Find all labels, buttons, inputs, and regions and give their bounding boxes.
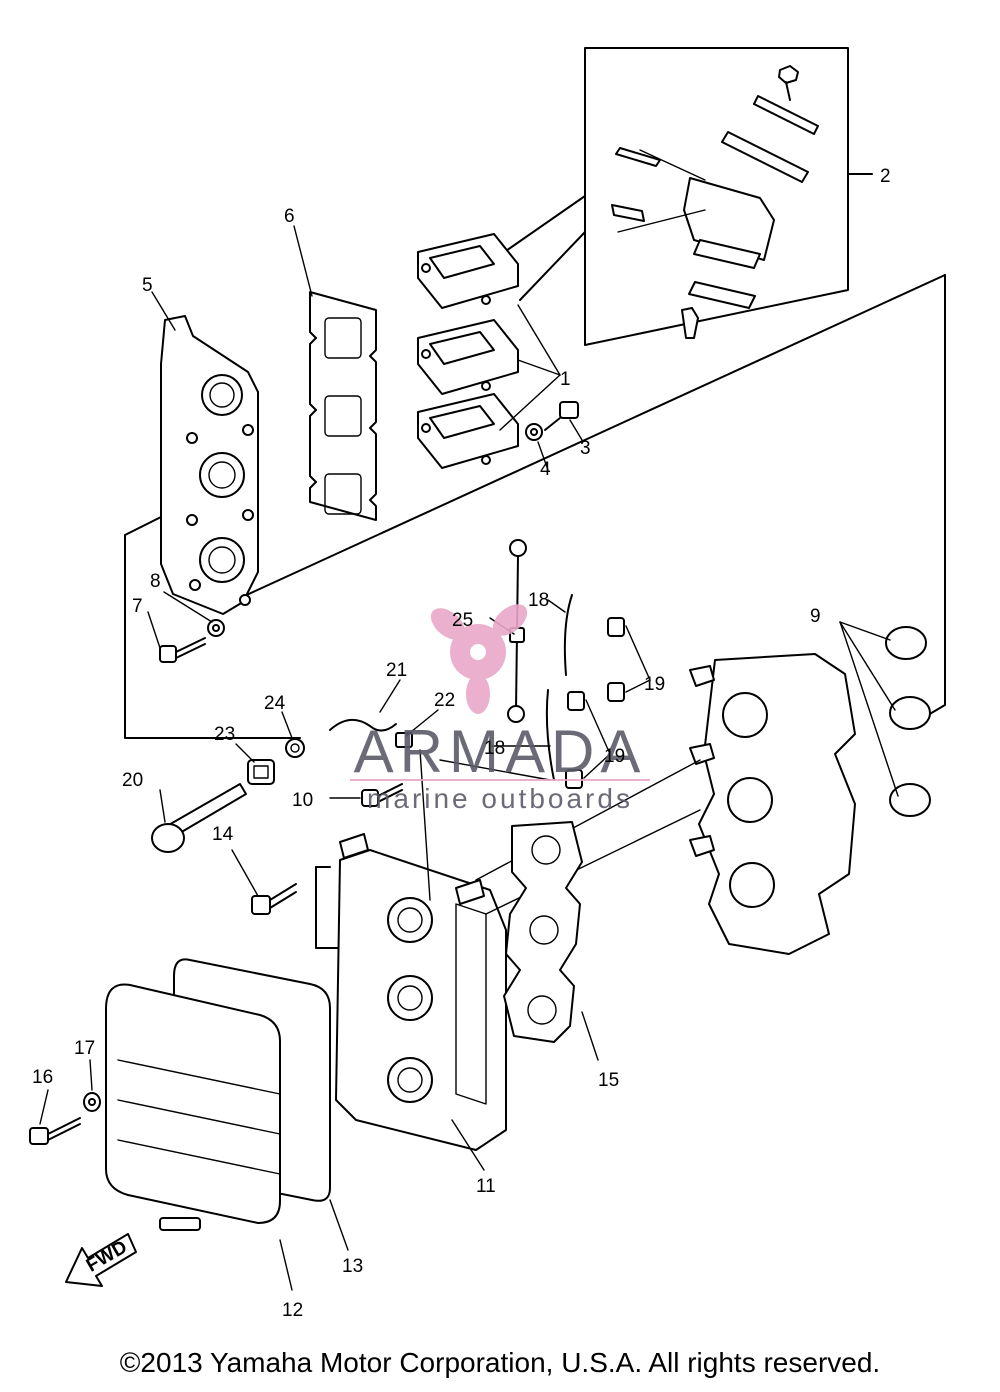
callout-14: 14: [212, 824, 234, 845]
bolt-14: [251, 883, 297, 915]
watermark-brand: ARMADA: [354, 718, 647, 785]
bolt-7: [159, 637, 206, 663]
callout-24: 24: [264, 693, 286, 714]
fuel-hose-18a: [563, 594, 573, 676]
callout-25: 25: [452, 610, 473, 631]
reed-valve-exploded: [611, 65, 819, 339]
clip-24: [285, 738, 305, 758]
choke-knob-20: [151, 783, 247, 853]
callout-12: 12: [282, 1300, 303, 1321]
callout-15: 15: [598, 1070, 619, 1091]
reed-valve-set: [417, 233, 519, 469]
reed-valve-bottom: [417, 393, 519, 469]
rod-21: [329, 719, 397, 732]
watermark-tagline: marine outboards: [367, 783, 633, 814]
callout-1: 1: [560, 369, 571, 390]
grommet-23: [247, 759, 275, 785]
callout-labels: 1 2 3 4 5 6 7 8 9 10 11 12 13 14 15 16 1…: [32, 166, 891, 1321]
fuel-hose-18b: [545, 689, 555, 781]
callout-19a: 19: [644, 674, 665, 695]
forward-arrow-icon: FWD: [65, 1233, 137, 1287]
clip-19a: [607, 617, 625, 702]
callout-23: 23: [214, 724, 235, 745]
callout-21: 21: [386, 660, 407, 681]
callout-11: 11: [476, 1176, 496, 1197]
holder-22: [395, 732, 413, 748]
reed-valve-detail-box: [584, 47, 873, 346]
gasket-15: [503, 821, 583, 1043]
callout-3: 3: [580, 438, 591, 459]
silencer-cover-12: [105, 983, 281, 1231]
callout-5: 5: [142, 275, 153, 296]
carburetor-assembly: [689, 653, 856, 955]
washer-8: [207, 619, 225, 637]
copyright-notice: ©2013 Yamaha Motor Corporation, U.S.A. A…: [119, 1347, 881, 1378]
callout-2: 2: [880, 166, 891, 187]
washer-4: [525, 423, 543, 441]
intake-manifold-5: [160, 315, 259, 615]
callout-13: 13: [342, 1256, 363, 1277]
bolt-10: [361, 783, 403, 807]
bolt-16: [29, 1117, 81, 1145]
callout-6: 6: [284, 206, 295, 227]
gasket-6: [309, 291, 377, 521]
reed-valve-top: [417, 233, 519, 309]
reed-valve-middle: [417, 319, 519, 395]
callout-9: 9: [810, 606, 821, 627]
callout-7: 7: [132, 596, 143, 617]
callout-10: 10: [292, 790, 313, 811]
callout-19b: 19: [604, 746, 625, 767]
propeller-logo-icon: [430, 604, 528, 714]
armada-watermark: ARMADA marine outboards: [350, 604, 650, 814]
callout-8: 8: [150, 571, 161, 592]
cover-gasket-13: [173, 958, 331, 1202]
silencer-body-11: [335, 833, 507, 1151]
callout-16: 16: [32, 1067, 53, 1088]
callout-17: 17: [74, 1038, 95, 1059]
washer-17: [83, 1092, 101, 1112]
callout-20: 20: [122, 770, 143, 791]
callout-18a: 18: [528, 590, 549, 611]
callout-22: 22: [434, 690, 455, 711]
callout-18b: 18: [484, 738, 505, 759]
hose-clamps-9: [885, 626, 931, 817]
callout-4: 4: [540, 459, 551, 480]
screw-3: [544, 401, 579, 431]
